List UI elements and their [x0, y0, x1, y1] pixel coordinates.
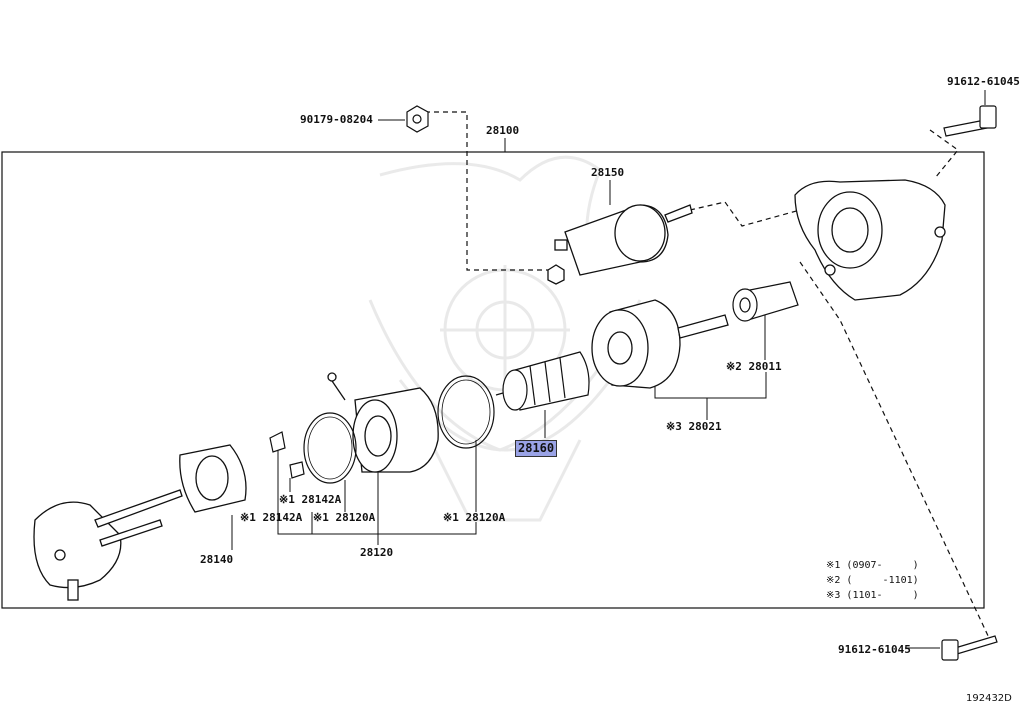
note-1: ※1 (0907- ) — [826, 560, 919, 571]
drive-housing — [794, 179, 946, 301]
o-ring-left — [303, 412, 357, 484]
label-28011: ※2 28011 — [726, 360, 782, 373]
o-ring-left-inner — [307, 416, 353, 480]
label-28120A-left: ※1 28120A — [313, 511, 376, 524]
nut-90179 — [406, 105, 429, 133]
yoke-assembly — [327, 372, 439, 473]
brush-clips — [269, 431, 305, 479]
label-91612-bottom: 91612-61045 — [838, 643, 911, 656]
assembly-frame — [1, 151, 985, 609]
label-28160-highlighted[interactable]: 28160 — [515, 440, 558, 457]
label-28150: 28150 — [591, 166, 625, 179]
armature — [495, 351, 590, 411]
brush-holder — [179, 444, 247, 513]
label-91612-top: 91612-61045 — [947, 75, 1020, 88]
note-3: ※3 (1101- ) — [826, 590, 919, 601]
document-id: 192432D — [966, 693, 1012, 704]
dashed-leaders — [425, 111, 991, 641]
label-28021: ※3 28021 — [666, 420, 722, 433]
o-ring-right — [437, 375, 495, 449]
label-28142A-lower: ※1 28142A — [240, 511, 303, 524]
pinion-gear — [732, 281, 799, 322]
label-28142A-upper: ※1 28142A — [279, 493, 342, 506]
note-2: ※2 ( -1101) — [826, 575, 919, 586]
bolt-top-right — [943, 105, 997, 137]
label-90179: 90179-08204 — [300, 113, 373, 126]
clutch-assembly — [591, 299, 729, 389]
label-28120: 28120 — [360, 546, 394, 559]
commutator-end-frame — [33, 489, 183, 601]
label-28120A-right: ※1 28120A — [443, 511, 506, 524]
label-28140: 28140 — [200, 553, 234, 566]
label-28100: 28100 — [486, 124, 520, 137]
o-ring-right-inner — [441, 379, 491, 445]
bolt-bottom-right — [941, 635, 998, 661]
leader-lines — [231, 90, 986, 649]
solenoid-switch — [547, 204, 693, 285]
